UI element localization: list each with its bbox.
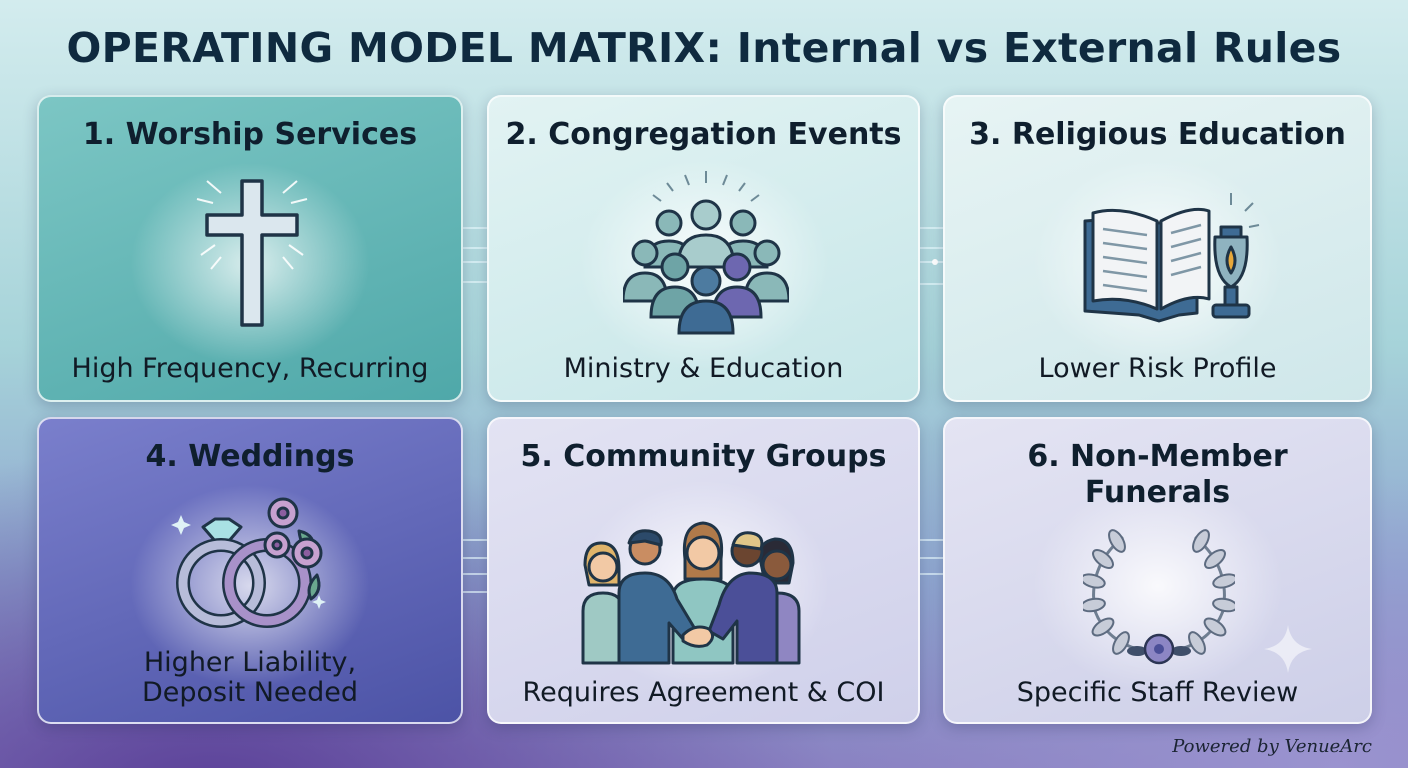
card-subtitle-line2: Deposit Needed — [141, 677, 359, 708]
open-book-lamp-icon — [1083, 193, 1260, 323]
card-community-groups: 5. Community Groups Requires Agreement &… — [487, 417, 920, 724]
card-title: 4. Weddings — [145, 439, 355, 474]
card-subtitle: Ministry & Education — [563, 353, 844, 384]
card-title: 1. Worship Services — [82, 117, 418, 152]
card-congregation-events: 2. Congregation Events Ministry & Educat… — [487, 95, 920, 402]
laurel-wreath-icon — [1083, 529, 1235, 665]
card-title-line1: 6. Non-Member — [1027, 439, 1288, 474]
card-title-line2: Funerals — [1084, 475, 1231, 510]
wedding-rings-icon — [171, 497, 326, 628]
card-subtitle: Specific Staff Review — [1016, 677, 1299, 708]
sparkle-icon — [1264, 625, 1312, 673]
card-title: 3. Religious Education — [969, 117, 1346, 152]
cross-icon — [196, 179, 308, 327]
congregation-group-icon — [623, 171, 789, 335]
card-title: 2. Congregation Events — [505, 117, 902, 152]
card-subtitle: Lower Risk Profile — [1038, 353, 1277, 384]
card-worship-services: 1. Worship Services High Frequency, Recu… — [37, 95, 463, 402]
footer-credit: Powered by VenueArc — [1172, 736, 1372, 757]
card-religious-education: 3. Religious Education Lower Risk Profil… — [943, 95, 1372, 402]
card-non-member-funerals: 6. Non-Member Funerals Specific Staff Re… — [943, 417, 1372, 724]
page-title: OPERATING MODEL MATRIX: Internal vs Exte… — [66, 24, 1342, 72]
card-subtitle-line1: Higher Liability, — [143, 647, 357, 678]
card-subtitle: Requires Agreement & COI — [522, 677, 885, 708]
community-handshake-icon — [581, 521, 801, 665]
card-weddings: 4. Weddings Higher Liability, Deposit Ne… — [37, 417, 463, 724]
card-title: 5. Community Groups — [520, 439, 887, 474]
card-subtitle: High Frequency, Recurring — [71, 353, 429, 384]
